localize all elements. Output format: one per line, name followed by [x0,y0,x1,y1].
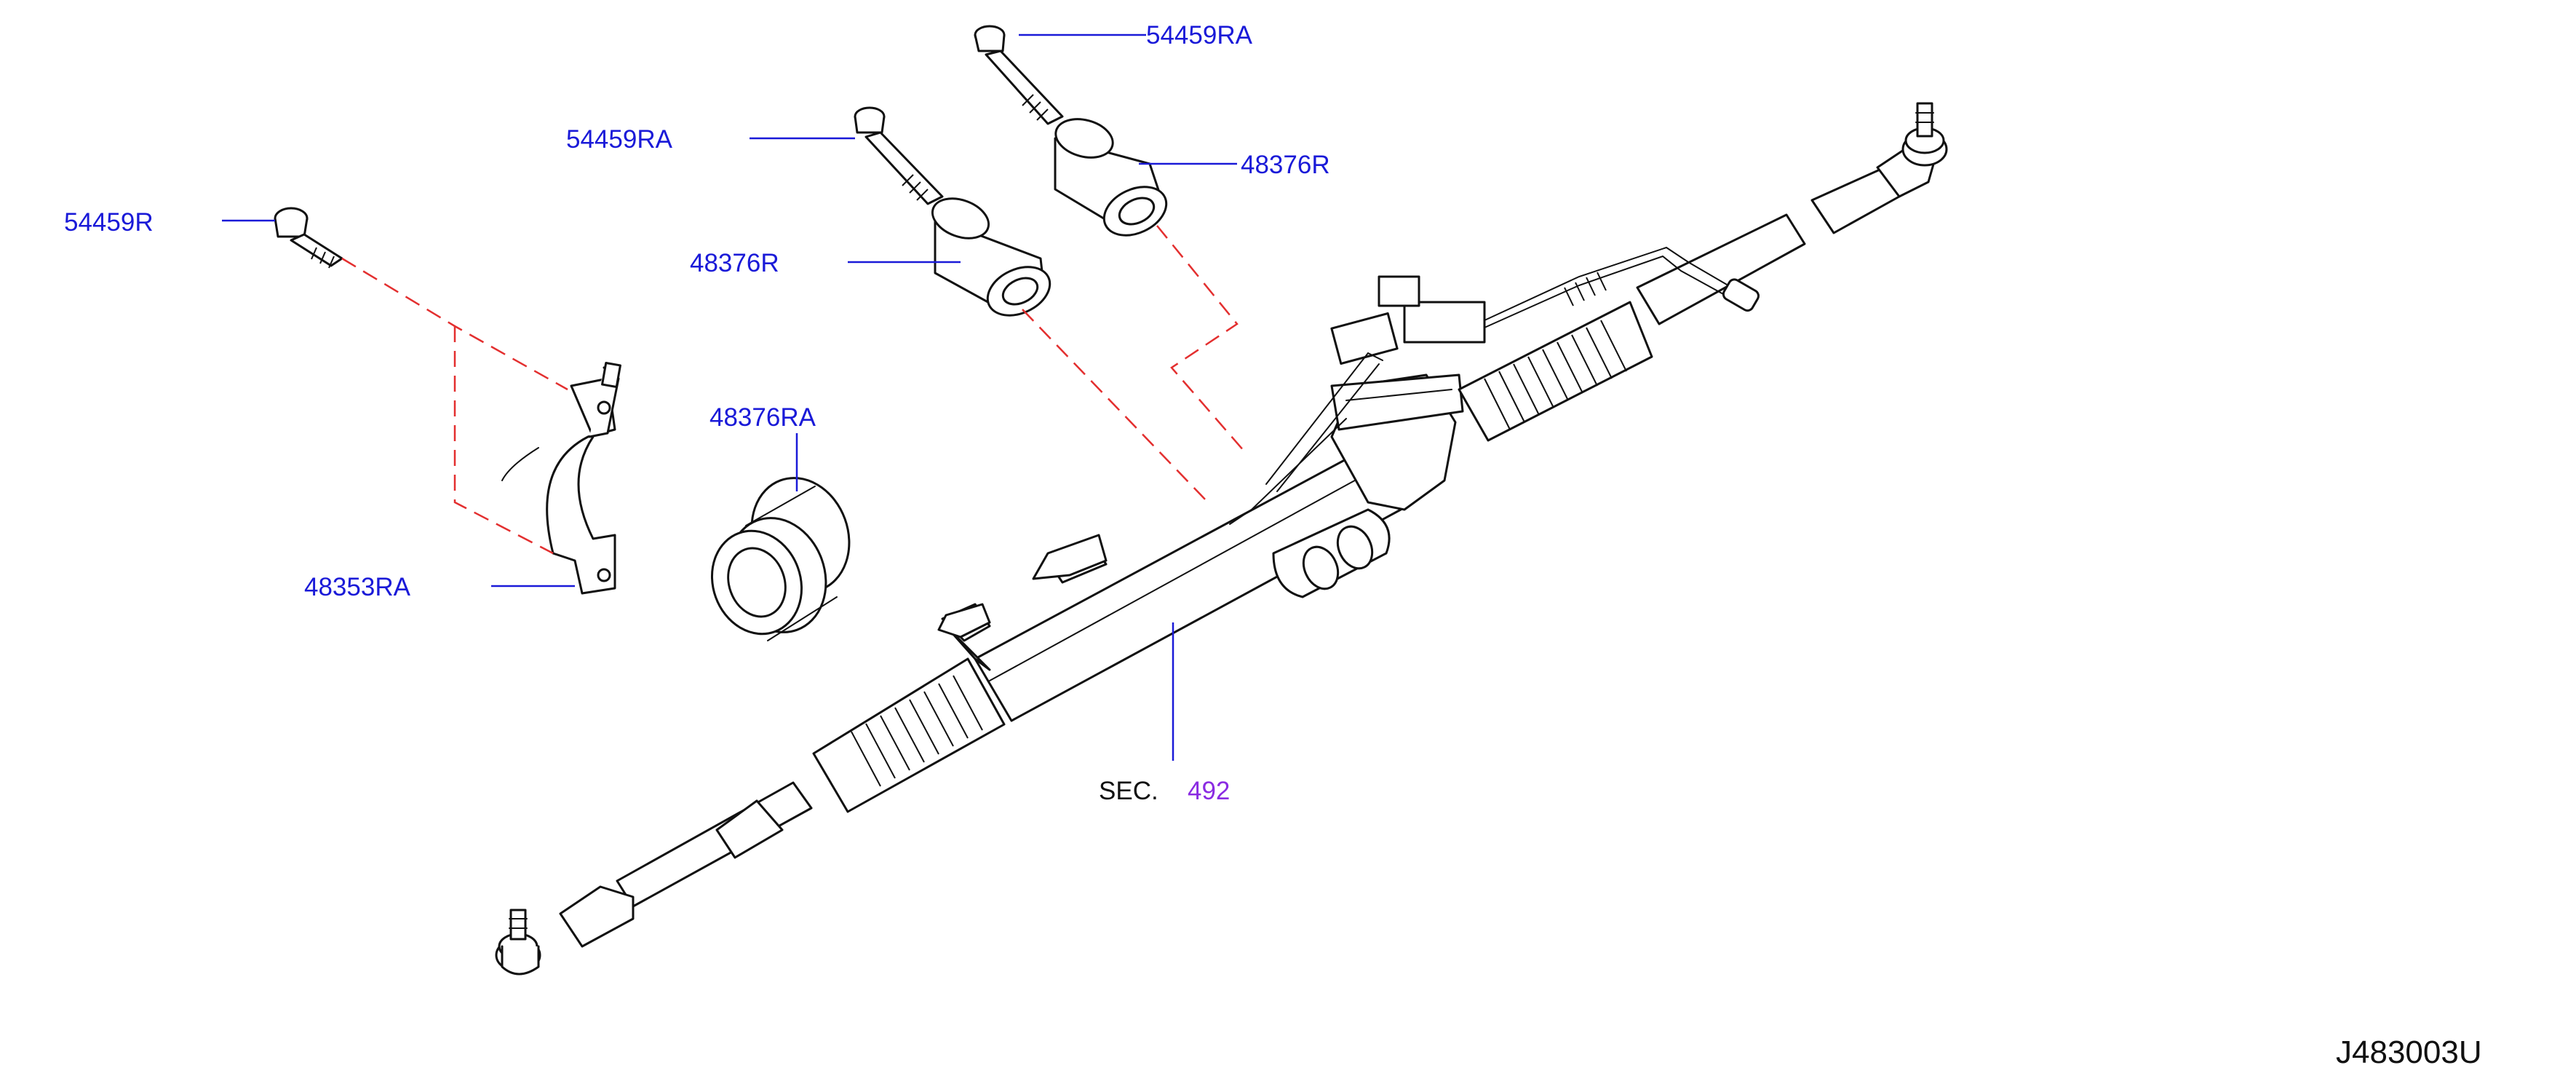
left-boot [812,657,1006,813]
callout-48353ra[interactable]: 48353RA [304,573,411,601]
callout-54459ra-upper[interactable]: 54459RA [1146,21,1253,50]
section-link-492[interactable]: 492 [1188,777,1230,805]
pinion-valve-housing [1229,275,1486,525]
bushing-48376r-upper [1054,118,1168,237]
left-tie-rod [495,781,813,976]
callout-48376r-upper[interactable]: 48376R [1241,151,1330,179]
rack-housing [941,448,1402,722]
callout-48376ra[interactable]: 48376RA [709,403,816,432]
dash-bolt-to-clamp [341,257,568,391]
bolt-54459ra-lower [854,106,944,205]
dash-clamp-vertical [453,326,554,555]
leader-lines [222,33,1237,761]
bolt-54459ra-upper [974,25,1064,125]
grommet-48376ra [710,477,851,641]
rack-mount-tabs [937,534,1108,638]
right-tie-rod [1484,102,1948,328]
steering-rack-assembly [495,102,1948,976]
right-boot [1458,301,1653,442]
callout-48376r-lower[interactable]: 48376R [690,249,779,277]
diagram-id: J483003U [2336,1034,2482,1070]
callout-labels: 54459RA 54459RA 54459R 48376R 48376R 483… [64,21,1330,805]
section-prefix: SEC. [1099,777,1158,805]
bolt-54459r [274,207,343,269]
assembly-guide-lines [341,225,1245,555]
dash-bushing-lower-to-rack [1022,309,1209,503]
clamp-48353ra [501,361,621,595]
callout-54459r[interactable]: 54459R [64,208,154,237]
callout-54459ra-lower[interactable]: 54459RA [566,125,673,154]
bushing-48376r-lower [931,197,1052,317]
dash-bushing-upper-to-rack [1156,225,1245,452]
